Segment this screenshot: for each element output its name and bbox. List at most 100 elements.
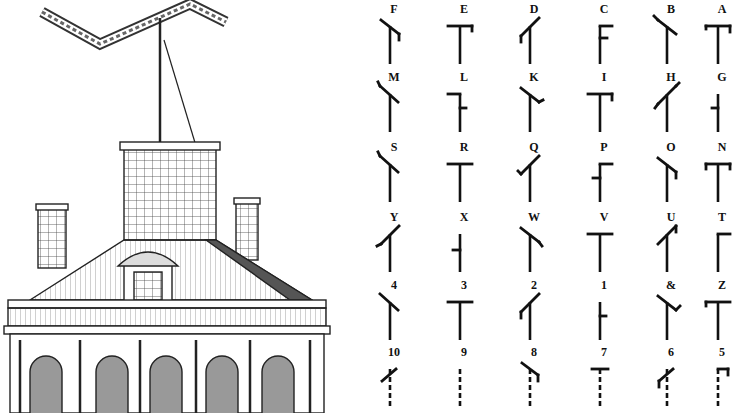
glyph-label: M bbox=[388, 70, 399, 84]
glyph-label: 1 bbox=[601, 278, 607, 292]
semaphore-glyph bbox=[588, 234, 612, 272]
glyph-arm bbox=[521, 18, 539, 36]
glyph-label: 3 bbox=[461, 278, 467, 292]
glyph-post bbox=[599, 164, 602, 202]
glyph-arm bbox=[539, 242, 542, 246]
glyph-post bbox=[529, 164, 532, 202]
glyph-post bbox=[717, 26, 720, 64]
glyph-post bbox=[459, 234, 462, 272]
semaphore-glyph bbox=[448, 302, 472, 340]
glyph-post bbox=[717, 369, 720, 407]
glyph-label: K bbox=[529, 70, 538, 84]
semaphore-glyph bbox=[378, 82, 398, 132]
glyph-label: 8 bbox=[531, 345, 537, 359]
glyph-post bbox=[599, 26, 602, 64]
semaphore-glyph bbox=[706, 26, 730, 64]
glyph-arm bbox=[381, 226, 399, 244]
glyph-label: Y bbox=[390, 210, 399, 224]
glyph-arm bbox=[521, 88, 539, 102]
semaphore-glyph bbox=[706, 302, 730, 340]
semaphore-glyph bbox=[593, 164, 612, 202]
glyph-arm bbox=[718, 233, 730, 236]
glyph-label: L bbox=[460, 70, 468, 84]
glyph-post bbox=[459, 26, 462, 64]
glyph-arm bbox=[381, 20, 399, 34]
semaphore-glyph bbox=[521, 294, 539, 340]
glyph-label: 6 bbox=[668, 345, 674, 359]
glyph-post bbox=[389, 26, 392, 64]
glyph-post bbox=[389, 302, 392, 340]
glyph-arm bbox=[706, 25, 730, 28]
glyph-post bbox=[717, 234, 720, 272]
glyph-label: & bbox=[666, 278, 676, 292]
semaphore-glyph bbox=[448, 26, 472, 64]
glyph-label: 4 bbox=[391, 278, 397, 292]
semaphore-glyph bbox=[377, 226, 399, 272]
semaphore-glyph bbox=[658, 296, 680, 340]
glyph-label: U bbox=[667, 210, 676, 224]
glyph-arm bbox=[398, 34, 401, 40]
glyph-post bbox=[599, 234, 602, 272]
glyph-post bbox=[459, 164, 462, 202]
glyph-arm bbox=[380, 86, 398, 102]
semaphore-glyph bbox=[522, 363, 538, 407]
glyph-post bbox=[389, 234, 392, 272]
glyph-arm bbox=[675, 172, 678, 178]
glyph-post bbox=[599, 302, 602, 340]
glyph-arm bbox=[658, 381, 661, 387]
glyph-arm bbox=[600, 163, 612, 166]
glyph-post bbox=[666, 164, 669, 202]
glyph-label: N bbox=[718, 140, 727, 154]
glyph-arm bbox=[676, 83, 679, 86]
glyph-arm bbox=[654, 16, 658, 20]
glyph-arm bbox=[378, 152, 380, 156]
semaphore-glyph bbox=[448, 94, 466, 132]
glyph-arm bbox=[520, 312, 523, 318]
glyph-label: 2 bbox=[531, 278, 537, 292]
semaphore-glyph bbox=[600, 26, 612, 64]
glyph-label: R bbox=[460, 140, 469, 154]
glyph-arm bbox=[727, 369, 730, 375]
glyph-label: Z bbox=[718, 278, 726, 292]
semaphore-glyph bbox=[378, 152, 398, 202]
glyph-label: H bbox=[666, 70, 675, 84]
glyph-label: 5 bbox=[719, 345, 725, 359]
glyph-arm bbox=[658, 226, 676, 244]
semaphore-glyph bbox=[718, 234, 730, 272]
semaphore-glyph bbox=[658, 226, 676, 272]
glyph-label: 10 bbox=[388, 345, 400, 359]
glyph-post bbox=[529, 369, 532, 407]
glyph-label: V bbox=[600, 210, 609, 224]
glyph-arm bbox=[382, 369, 396, 381]
glyph-label: W bbox=[528, 210, 540, 224]
glyph-arm bbox=[380, 294, 398, 310]
glyph-arm bbox=[448, 93, 460, 96]
glyph-post bbox=[666, 94, 669, 132]
glyph-post bbox=[717, 94, 720, 132]
glyph-arm bbox=[729, 164, 732, 169]
glyph-label: E bbox=[460, 2, 468, 16]
glyph-arm bbox=[705, 302, 708, 306]
glyph-label: F bbox=[390, 2, 397, 16]
glyph-arm bbox=[600, 37, 607, 40]
glyph-arm bbox=[521, 156, 539, 174]
glyph-arm bbox=[448, 25, 472, 28]
glyph-arm bbox=[712, 107, 718, 110]
glyph-arm bbox=[448, 163, 472, 166]
glyph-post bbox=[666, 26, 669, 64]
glyph-arm bbox=[611, 94, 614, 100]
glyph-label: C bbox=[600, 2, 609, 16]
glyph-arm bbox=[520, 36, 523, 42]
glyph-label: T bbox=[718, 210, 726, 224]
semaphore-glyph bbox=[460, 369, 461, 407]
glyph-post bbox=[529, 234, 532, 272]
semaphore-glyph bbox=[654, 16, 676, 64]
glyph-post bbox=[599, 94, 602, 132]
glyph-post bbox=[459, 302, 462, 340]
glyph-label: P bbox=[600, 140, 607, 154]
glyph-arm bbox=[658, 296, 676, 310]
semaphore-glyph bbox=[655, 83, 679, 132]
semaphore-glyph bbox=[521, 88, 543, 132]
glyph-arm bbox=[593, 177, 600, 180]
glyph-arm bbox=[706, 163, 730, 166]
